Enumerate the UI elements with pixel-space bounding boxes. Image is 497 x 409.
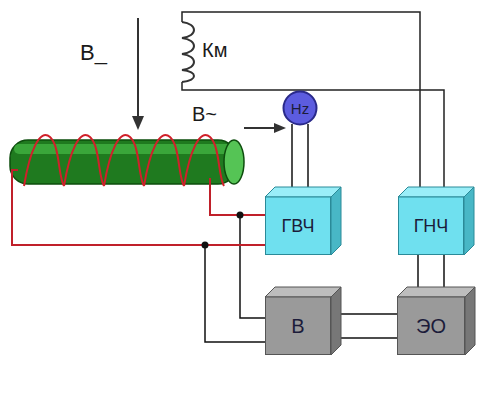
wire-connector <box>292 124 293 197</box>
wire <box>182 82 444 192</box>
coil-symbol <box>182 22 194 82</box>
coil-winding <box>64 135 104 186</box>
field-arrow <box>244 127 276 129</box>
arrow-head <box>274 123 286 133</box>
coil-winding <box>24 135 64 186</box>
coil-winding <box>184 135 224 186</box>
oscilloscope-box: ЭО <box>397 297 465 355</box>
node-text: ГНЧ <box>414 216 449 237</box>
node-text: В <box>291 315 304 338</box>
wire-connector <box>205 245 265 342</box>
cylinder-highlight <box>14 144 232 154</box>
lf-generator-box: ГНЧ <box>398 197 464 255</box>
junction-dot <box>237 212 244 219</box>
field-label: B~ <box>192 104 217 124</box>
wire-connector <box>240 215 265 318</box>
frequency-meter: Hz <box>282 90 318 126</box>
coil-lead <box>12 170 265 245</box>
coil-lead <box>210 178 265 215</box>
cylinder-end <box>224 140 244 184</box>
field-label: B_ <box>80 42 107 64</box>
coil-winding <box>144 135 184 186</box>
wire-connector <box>308 124 309 197</box>
coil-winding <box>104 135 144 186</box>
receiver-box: В <box>265 297 331 355</box>
node-text: Hz <box>291 100 309 117</box>
node-text: ЭО <box>416 315 446 338</box>
arrow-head <box>132 116 144 130</box>
hf-generator-box: ГВЧ <box>265 197 331 255</box>
coil-label: Км <box>202 40 227 60</box>
coil-windings <box>24 135 224 186</box>
junction-dot <box>202 242 209 249</box>
node-text: ГВЧ <box>282 216 315 237</box>
sample-cylinder <box>10 140 236 184</box>
field-arrow <box>137 18 139 118</box>
